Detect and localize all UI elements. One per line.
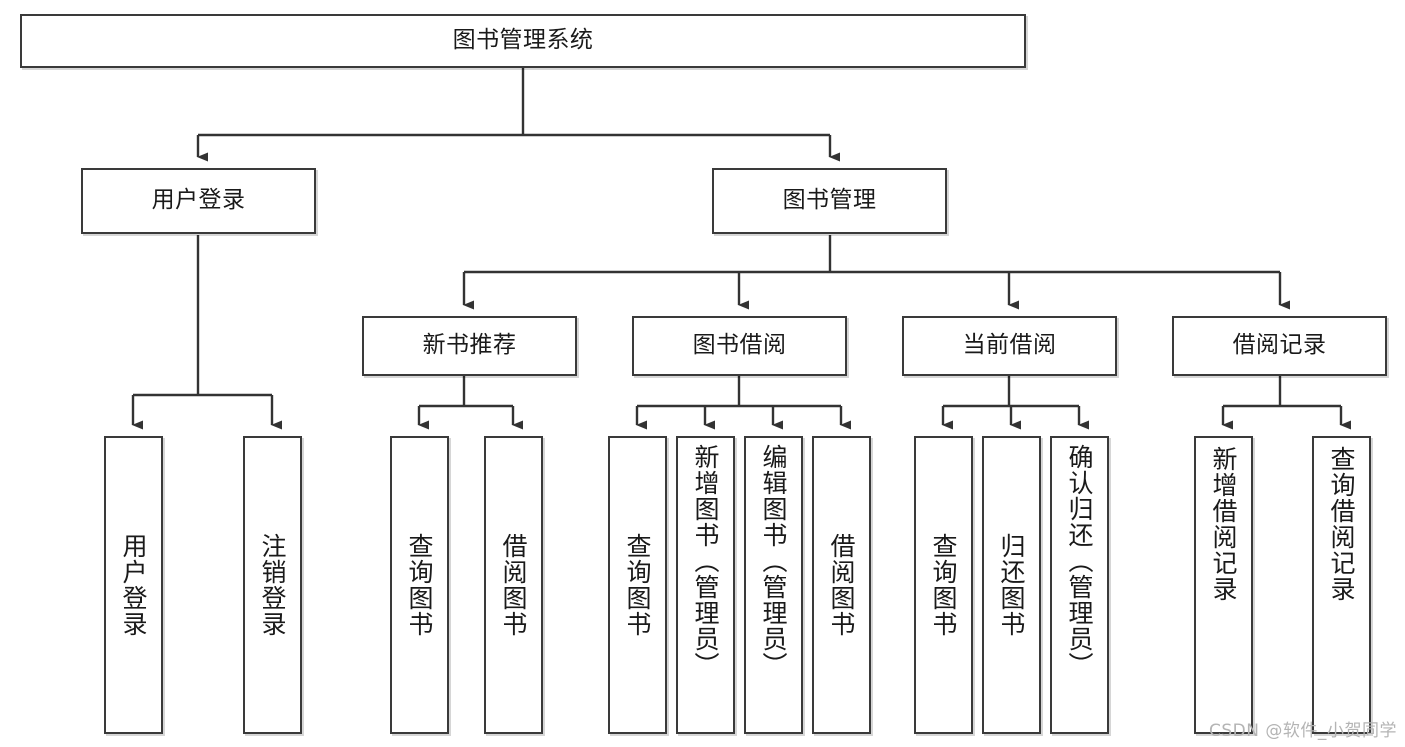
node-label: 查询图书 — [405, 533, 434, 637]
leaf-current-borrow-query[interactable]: 查询图书 — [914, 436, 973, 734]
node-label: 查询借阅记录 — [1327, 446, 1356, 602]
watermark-text: CSDN @软件_小贺同学 — [1208, 721, 1397, 741]
node-label: 归还图书 — [997, 533, 1026, 637]
node-label: 图书管理系统 — [452, 27, 594, 54]
node-book-management[interactable]: 图书管理 — [712, 168, 947, 234]
node-label: 借阅图书 — [499, 533, 528, 637]
leaf-current-borrow-confirm-return[interactable]: 确认归还（管理员） — [1050, 436, 1109, 734]
node-label: 新增图书（管理员） — [691, 444, 720, 678]
leaf-book-borrow-query[interactable]: 查询图书 — [608, 436, 667, 734]
node-label: 新增借阅记录 — [1209, 446, 1238, 602]
node-label: 查询图书 — [929, 533, 958, 637]
node-label: 图书管理 — [782, 187, 877, 214]
node-new-book-recommend[interactable]: 新书推荐 — [362, 316, 577, 376]
node-label: 确认归还（管理员） — [1065, 444, 1094, 678]
node-label: 查询图书 — [623, 533, 652, 637]
node-borrow-record[interactable]: 借阅记录 — [1172, 316, 1387, 376]
leaf-user-login-logout[interactable]: 注销登录 — [243, 436, 302, 734]
leaf-current-borrow-return[interactable]: 归还图书 — [982, 436, 1041, 734]
leaf-book-borrow-borrow[interactable]: 借阅图书 — [812, 436, 871, 734]
leaf-book-borrow-add[interactable]: 新增图书（管理员） — [676, 436, 735, 734]
node-user-login[interactable]: 用户登录 — [81, 168, 316, 234]
leaf-borrow-record-add[interactable]: 新增借阅记录 — [1194, 436, 1253, 734]
leaf-book-borrow-edit[interactable]: 编辑图书（管理员） — [744, 436, 803, 734]
node-label: 图书借阅 — [692, 332, 787, 359]
node-label: 借阅图书 — [827, 533, 856, 637]
leaf-borrow-record-query[interactable]: 查询借阅记录 — [1312, 436, 1371, 734]
node-label: 用户登录 — [119, 533, 148, 637]
leaf-new-book-query[interactable]: 查询图书 — [390, 436, 449, 734]
leaf-new-book-borrow[interactable]: 借阅图书 — [484, 436, 543, 734]
node-label: 注销登录 — [258, 533, 287, 637]
node-label: 当前借阅 — [962, 332, 1057, 359]
node-root-book-management-system[interactable]: 图书管理系统 — [20, 14, 1026, 68]
node-label: 用户登录 — [151, 187, 246, 214]
node-label: 借阅记录 — [1232, 332, 1327, 359]
node-label: 编辑图书（管理员） — [759, 444, 788, 678]
leaf-user-login-login[interactable]: 用户登录 — [104, 436, 163, 734]
node-book-borrow[interactable]: 图书借阅 — [632, 316, 847, 376]
node-current-borrow[interactable]: 当前借阅 — [902, 316, 1117, 376]
node-label: 新书推荐 — [422, 332, 517, 359]
